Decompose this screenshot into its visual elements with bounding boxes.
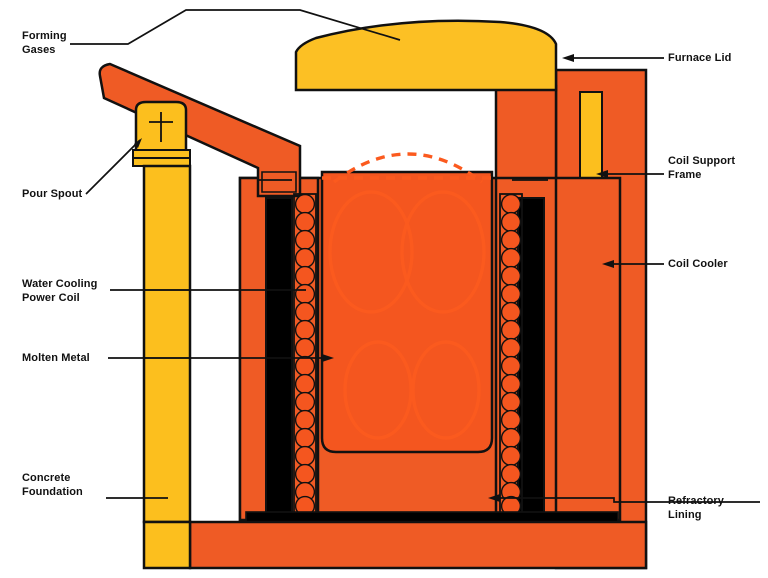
label-forming-gases: Forming Gases (22, 30, 67, 56)
base-hearth-slab (245, 511, 619, 523)
leader-coil-cooler-arrow (602, 260, 614, 268)
label-molten-metal: Molten Metal (22, 352, 90, 364)
stir-loop-upper-left (328, 190, 414, 314)
furnace-lid[interactable] (294, 19, 558, 92)
pour-spout-arm[interactable] (98, 62, 302, 198)
pivot-cross-icon (149, 112, 173, 142)
leader-furnace-lid-arrow (562, 54, 574, 62)
stirring-circulation-loops (322, 152, 494, 440)
leader-pour-spout (85, 139, 141, 195)
leader-refractory-lining-arrow (488, 494, 500, 502)
stir-loop-upper-right (400, 190, 486, 314)
coil-left-turns (294, 193, 316, 517)
stir-loop-lower-right (411, 340, 481, 440)
pour-spout-group[interactable] (98, 62, 302, 524)
label-coil-cooler: Coil Cooler (668, 258, 728, 270)
label-concrete-foundation: Concrete Foundation (22, 472, 83, 498)
label-water-cooled-power-coil: Water Cooling Power Coil (22, 278, 98, 304)
leader-coil-support-frame-arrow (596, 170, 608, 178)
induction-coil-right (499, 193, 523, 517)
label-refractory-lining: Refractory Lining (668, 495, 725, 521)
support-column (142, 164, 192, 524)
label-pour-spout: Pour Spout (22, 188, 83, 200)
label-furnace-lid: Furnace Lid (668, 52, 732, 64)
molten-metal-bath (320, 170, 494, 454)
stir-loop-lower-left (343, 340, 413, 440)
furnace-lid-group[interactable] (294, 19, 558, 92)
induction-coil-left (293, 193, 317, 517)
meniscus-arc (332, 152, 484, 184)
concrete-foundation (188, 520, 648, 570)
spout-base-detail (261, 171, 297, 193)
leader-refractory-lining (492, 497, 760, 503)
foundation-group (142, 511, 648, 570)
leader-forming-gases (70, 9, 401, 45)
pivot-collar-upper (132, 149, 191, 159)
coil-support-frame-left (265, 197, 293, 517)
foundation-pad-left (142, 520, 192, 570)
leader-pour-spout-arrow (134, 138, 142, 148)
coil-right-turns (500, 193, 522, 517)
leader-lines (70, 9, 760, 503)
leader-molten-metal-arrow (322, 354, 334, 362)
label-coil-support-frame: Coil Support Frame (668, 155, 736, 181)
